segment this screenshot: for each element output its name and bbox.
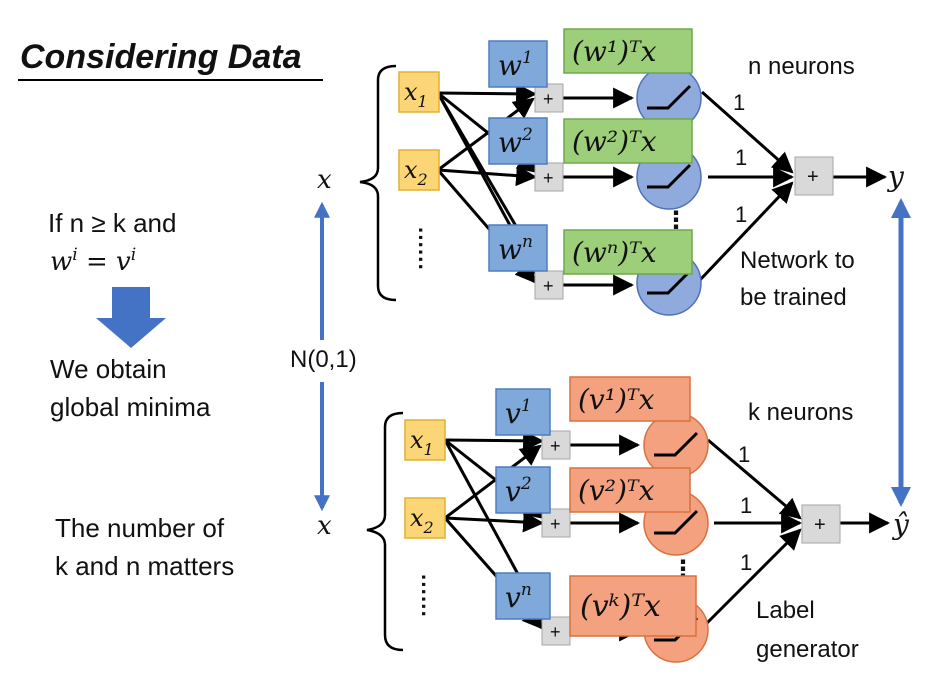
down-arrow-icon: [96, 287, 166, 348]
top-edge-weight-3: 1: [735, 202, 747, 227]
top-input-x1-box: [398, 71, 440, 113]
result-line1: We obtain: [50, 354, 167, 384]
top-sum-label: +: [807, 166, 819, 188]
top-input-ellipsis: ······: [408, 227, 433, 271]
bottom-weight-v2-label: v2: [505, 474, 532, 508]
top-weight-w2-label: w2: [498, 125, 533, 159]
top-weight-w2: [488, 117, 548, 165]
top-output-y: y: [886, 160, 905, 193]
bottom-input-x2-label: x2: [410, 504, 434, 537]
top-plus-1-label: +: [543, 89, 554, 109]
bottom-dot-2-label: (v²)ᵀx: [578, 474, 655, 507]
note-line1: The number of: [55, 513, 225, 543]
bottom-network: x1 x2 ······ ⋮ + + + + v1 v2 vn (v¹)ᵀx (…: [404, 376, 910, 663]
bottom-dot-2: [569, 467, 691, 513]
top-edge-weight-2: 1: [735, 145, 747, 170]
top-plus-2-label: +: [543, 168, 554, 188]
top-plus-n-label: +: [543, 276, 554, 296]
bottom-count-label: k neurons: [748, 399, 853, 426]
top-dot-1-label: (w¹)ᵀx: [572, 35, 657, 68]
bottom-output-yhat: ŷ: [891, 508, 910, 541]
bottom-dot-1: [569, 376, 691, 422]
top-weight-wn: [488, 224, 548, 272]
bottom-weight-v2: [495, 466, 551, 514]
bottom-caption-line2: generator: [756, 636, 859, 663]
bottom-edge-weight-2: 1: [740, 493, 752, 518]
bottom-brace: [366, 411, 404, 652]
bottom-plus-k-label: +: [550, 622, 561, 642]
top-weight-w1-label: w1: [498, 48, 533, 82]
top-count-label: n neurons: [748, 53, 855, 80]
top-dot-n: [563, 229, 693, 275]
note-line2: k and n matters: [55, 551, 234, 581]
bottom-input-x1-label: x1: [410, 426, 434, 459]
bottom-dot-k-label: (vᵏ)ᵀx: [580, 589, 661, 624]
bottom-dot-k: [569, 575, 697, 637]
condition-line1: If n ≥ k and: [48, 208, 176, 238]
top-caption-line2: be trained: [740, 284, 847, 311]
top-dot-2-label: (w²)ᵀx: [572, 125, 657, 158]
x-top-label: x: [317, 165, 332, 195]
condition-line2: wi = vi: [50, 245, 136, 277]
top-plus-1: [534, 83, 564, 113]
bottom-input-x2-box: [404, 497, 446, 539]
top-input-x2-label: x2: [404, 156, 428, 189]
top-caption-line1: Network to: [740, 247, 855, 274]
bottom-weight-v1-label: v1: [505, 396, 532, 430]
result-line2: global minima: [50, 392, 211, 422]
bottom-input-ellipsis: ······: [411, 574, 436, 618]
noise-label: N(0,1): [290, 346, 357, 373]
relu-icon: [647, 269, 692, 295]
top-dot-n-label: (wⁿ)ᵀx: [572, 236, 657, 269]
bottom-plus-1-label: +: [550, 436, 561, 456]
bottom-weight-v1: [495, 388, 551, 436]
bottom-plus-k: [541, 616, 571, 646]
bottom-edge-weight-1: 1: [738, 442, 750, 467]
relu-icon: [654, 509, 699, 535]
title: Considering Data: [20, 38, 301, 76]
top-sum-node: [794, 156, 834, 196]
bottom-dot-1-label: (v¹)ᵀx: [578, 383, 655, 416]
bottom-plus-2-label: +: [550, 514, 561, 534]
x-bottom-label: x: [317, 511, 332, 541]
bottom-input-x1-box: [404, 419, 446, 461]
relu-icon: [647, 163, 692, 189]
top-plus-2: [534, 162, 564, 192]
top-plus-neuron-edges: [563, 87, 635, 296]
bottom-sum-label: +: [814, 514, 826, 536]
bottom-sum-node: [801, 504, 841, 544]
top-weight-w1: [488, 40, 548, 88]
top-input-x1-label: x1: [404, 78, 428, 111]
top-dot-1: [563, 28, 693, 74]
relu-icon: [647, 84, 692, 110]
top-weight-wn-label: wn: [498, 232, 533, 266]
bottom-weight-vn-label: vn: [505, 580, 532, 614]
bottom-edge-weight-3: 1: [740, 550, 752, 575]
top-edge-weight-1: 1: [733, 90, 745, 115]
bottom-weight-vn: [495, 572, 551, 620]
top-brace: [359, 64, 397, 302]
top-neuron-sum-edges: [698, 90, 888, 282]
top-dot-2: [563, 118, 693, 164]
top-plus-n: [534, 270, 564, 300]
top-input-x2-box: [398, 149, 440, 191]
relu-icon: [654, 431, 699, 457]
top-network: x1 x2 ······ ⋮ + + + + w1 w2 wn (w¹)ᵀx (…: [398, 28, 905, 316]
bottom-caption-line1: Label: [756, 597, 815, 624]
bottom-neuron-sum-edges: [703, 438, 891, 627]
